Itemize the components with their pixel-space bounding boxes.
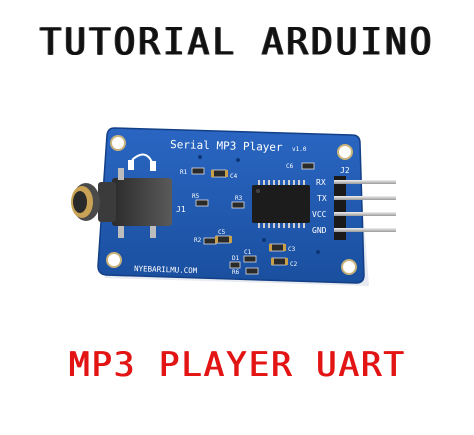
label-r3: R3 [235, 195, 243, 202]
mounting-hole [341, 259, 357, 275]
pin-label-tx: TX [317, 194, 327, 203]
board-name-label: Serial MP3 Player [170, 138, 283, 154]
label-c6: C6 [286, 163, 294, 170]
mounting-hole [110, 135, 126, 151]
capacitor-c5 [215, 235, 231, 244]
pin-label-gnd: GND [312, 226, 327, 235]
board-version-label: v1.0 [292, 146, 307, 153]
page-title: TUTORIAL ARDUINO [39, 20, 435, 65]
pin-label-vcc: VCC [312, 210, 327, 219]
mounting-hole [106, 252, 122, 268]
capacitor-c4 [211, 169, 227, 178]
pcb-board [97, 127, 365, 284]
mp3-decoder-chip [252, 180, 310, 228]
pin-header [334, 176, 346, 240]
label-c4: C4 [230, 173, 238, 180]
resistor-r3 [231, 201, 245, 209]
header-label: J2 [340, 166, 350, 175]
footer-title: MP3 PLAYER UART [68, 345, 406, 385]
capacitor-c1 [243, 255, 257, 263]
label-c2: C2 [290, 261, 298, 268]
mounting-hole [337, 144, 353, 160]
label-c5: C5 [218, 229, 226, 236]
label-r6: R6 [232, 269, 240, 276]
resistor-r6 [245, 267, 259, 275]
diode-d1 [229, 261, 241, 269]
label-r1: R1 [180, 169, 188, 176]
label-r2: R2 [194, 237, 202, 244]
site-label: NYEBARILMU.COM [134, 264, 198, 275]
capacitor-c6 [301, 162, 315, 170]
resistor-r2 [203, 237, 217, 245]
pin-row [334, 180, 396, 232]
label-c1: C1 [244, 249, 252, 256]
label-r5: R5 [192, 193, 200, 200]
capacitor-c3 [269, 243, 285, 252]
audio-jack [112, 178, 172, 226]
label-d1: D1 [232, 255, 240, 262]
capacitor-c2 [271, 257, 287, 266]
jack-label: J1 [176, 205, 186, 214]
label-c3: C3 [288, 246, 296, 253]
headphone-icon [131, 153, 153, 163]
resistor-r1 [191, 167, 205, 175]
resistor-r5 [195, 199, 209, 207]
pin-label-rx: RX [316, 178, 326, 187]
